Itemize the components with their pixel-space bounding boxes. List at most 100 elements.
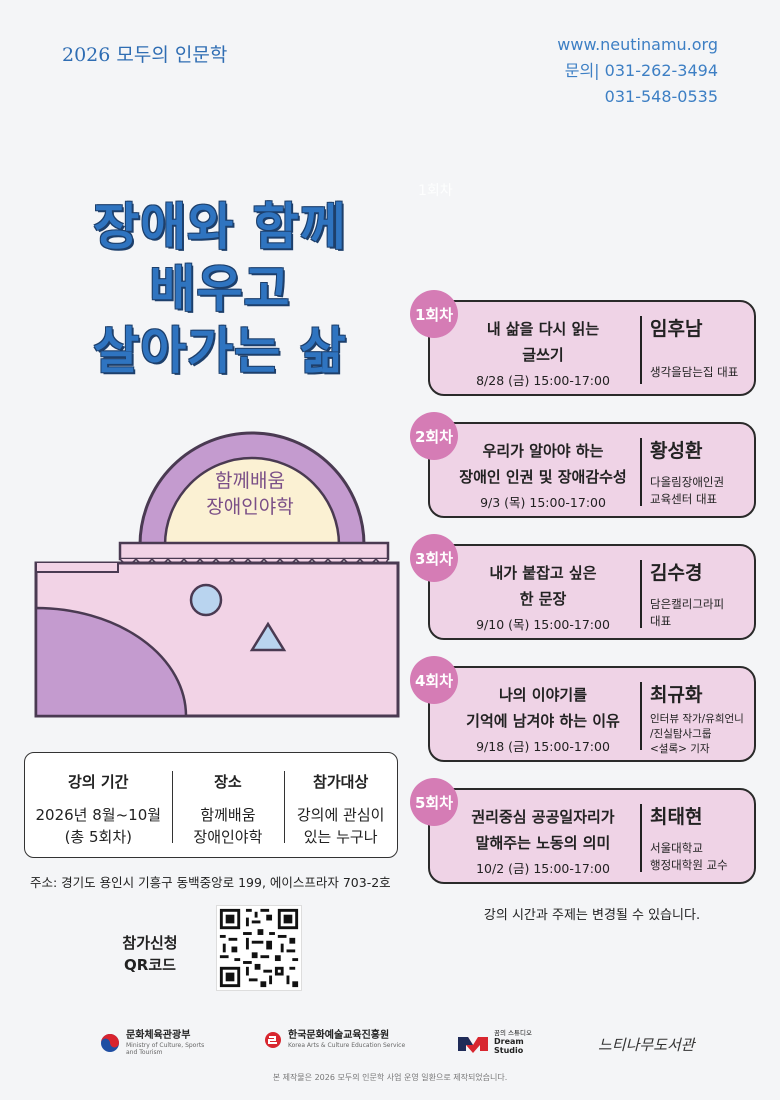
- logo-mcst-name: 문화체육관광부: [126, 1030, 191, 1041]
- title-line-3: 살아가는 삶: [93, 322, 347, 380]
- title-line-1: 장애와 함께: [93, 198, 347, 256]
- contact-info: www.neutinamu.org 문의| 031-262-3494 031-5…: [557, 32, 718, 110]
- title-line-2: 배우고: [149, 260, 291, 318]
- period-value-2: (총 5회차): [64, 828, 132, 846]
- session-topic: 나의 이야기를 기억에 남겨야 하는 이유: [448, 682, 638, 734]
- session-topic-line-1: 우리가 알아야 하는: [482, 442, 604, 460]
- period-column: 강의 기간 2026년 8월~10월 (총 5회차): [25, 753, 172, 857]
- speaker-affiliation-line-2: 교육센터 대표: [650, 492, 718, 506]
- session-topic: 내 삶을 다시 읽는 글쓰기: [448, 316, 638, 368]
- speaker-affiliation-line-1: 생각을담는집 대표: [650, 365, 739, 379]
- apply-line-2: QR코드: [124, 956, 176, 974]
- session-badge-2: 2회차: [410, 412, 458, 460]
- sign-line-1: 함께배움: [215, 470, 285, 492]
- speaker-name: 황성환: [650, 440, 703, 462]
- speaker-affiliation-line-2: /진실탐사그룹: [650, 728, 712, 740]
- logo-neutinamu: 느티나무도서관: [598, 1036, 695, 1054]
- logo-dream-name: 꿈의 스튜디오: [494, 1029, 532, 1037]
- speaker-affiliation: 생각을담는집 대표: [650, 364, 755, 381]
- place-heading: 장소: [214, 773, 242, 791]
- speaker-name: 최규화: [650, 684, 703, 706]
- session-date: 10/2 (금) 15:00-17:00: [476, 861, 610, 876]
- session-badge-3: 3회차: [410, 534, 458, 582]
- speaker-affiliation: 인터뷰 작가/유희언니 /진실탐사그룹 <셜록> 기자: [650, 712, 755, 757]
- target-column: 참가대상 강의에 관심이 있는 누구나: [284, 753, 397, 857]
- qr-code[interactable]: [216, 905, 302, 991]
- target-value-2: 있는 누구나: [303, 828, 378, 846]
- session-badge-1: 1회차: [410, 290, 458, 338]
- session-badge-5: 5회차: [410, 778, 458, 826]
- session-topic-line-1: 권리중심 공공일자리가: [471, 808, 615, 826]
- apply-label: 참가신청 QR코드: [110, 932, 190, 976]
- session-topic-line-2: 한 문장: [519, 590, 567, 608]
- session-topic-line-2: 기억에 남겨야 하는 이유: [466, 712, 620, 730]
- speaker-affiliation: 담은캘리그라피 대표: [650, 596, 755, 630]
- speaker-affiliation-line-1: 다올림장애인권: [650, 475, 725, 489]
- door: [34, 606, 188, 718]
- dream-studio-icon: [458, 1036, 488, 1053]
- logo-mcst: 문화체육관광부 Ministry of Culture, Sports and …: [100, 1030, 204, 1056]
- session-topic: 내가 붙잡고 싶은 한 문장: [448, 560, 638, 612]
- logo-arte-sub: Korea Arts & Culture Education Service: [288, 1042, 406, 1049]
- logo-dream-sub-2: Studio: [494, 1046, 524, 1055]
- sign-text: 함께배움 장애인야학: [150, 468, 350, 520]
- session-divider: [640, 560, 642, 628]
- session-card-3: 내가 붙잡고 싶은 한 문장 9/10 (목) 15:00-17:00 김수경 …: [428, 544, 756, 640]
- speaker-affiliation: 다올림장애인권 교육센터 대표: [650, 474, 755, 508]
- place-value-2: 장애인야학: [193, 828, 263, 846]
- roof-strip: [118, 541, 390, 561]
- logo-dream-sub-1: Dream: [494, 1037, 524, 1046]
- phone-2: 031-548-0535: [604, 87, 718, 106]
- session-card-5: 권리중심 공공일자리가 말해주는 노동의 의미 10/2 (금) 15:00-1…: [428, 788, 756, 884]
- target-value-1: 강의에 관심이: [296, 806, 385, 824]
- session-topic-line-2: 말해주는 노동의 의미: [475, 834, 611, 852]
- session-date: 9/3 (목) 15:00-17:00: [480, 495, 606, 510]
- sign-line-2: 장애인야학: [206, 496, 294, 518]
- speaker-name: 최태현: [650, 806, 703, 828]
- speaker-affiliation-line-2: 대표: [650, 614, 672, 628]
- speaker-affiliation-line-1: 서울대학교: [650, 841, 703, 855]
- session-date: 9/18 (금) 15:00-17:00: [476, 739, 610, 754]
- session-topic: 우리가 알아야 하는 장애인 인권 및 장애감수성: [448, 438, 638, 490]
- logo-mcst-sub-2: and Tourism: [126, 1049, 163, 1056]
- phone-1: 문의| 031-262-3494: [564, 61, 718, 80]
- session-card-4: 나의 이야기를 기억에 남겨야 하는 이유 9/18 (금) 15:00-17:…: [428, 666, 756, 762]
- round-window: [189, 583, 223, 617]
- series-title: 2026 모두의 인문학: [62, 44, 228, 66]
- triangle-window: [249, 621, 287, 652]
- speaker-name: 김수경: [650, 562, 703, 584]
- session-divider: [640, 804, 642, 872]
- address: 주소: 경기도 용인시 기흥구 동백중앙로 199, 에이스프라자 703-2호: [30, 875, 391, 890]
- session-topic-line-2: 글쓰기: [522, 346, 564, 364]
- footnote: 본 제작물은 2026 모두의 인문학 사업 운영 일환으로 제작되었습니다.: [272, 1073, 508, 1082]
- speaker-affiliation-line-1: 담은캘리그라피: [650, 597, 725, 611]
- speaker-affiliation: 서울대학교 행정대학원 교수: [650, 840, 755, 874]
- taegeuk-icon: [101, 1034, 119, 1052]
- website-link[interactable]: www.neutinamu.org: [557, 35, 718, 54]
- session-date: 9/10 (목) 15:00-17:00: [476, 617, 610, 632]
- poster-title: 장애와 함께 배우고 살아가는 삶: [60, 196, 380, 382]
- schedule-notice: 강의 시간과 주제는 변경될 수 있습니다.: [483, 908, 701, 923]
- speaker-affiliation-line-3: <셜록> 기자: [650, 743, 710, 755]
- info-box: 강의 기간 2026년 8월~10월 (총 5회차) 장소 함께배움 장애인야학…: [24, 752, 398, 858]
- apply-line-1: 참가신청: [122, 934, 178, 952]
- ghost-label: 1회차: [418, 183, 453, 199]
- session-card-2: 우리가 알아야 하는 장애인 인권 및 장애감수성 9/3 (목) 15:00-…: [428, 422, 756, 518]
- session-topic: 권리중심 공공일자리가 말해주는 노동의 의미: [448, 804, 638, 856]
- logo-arte: 한국문화예술교육진흥원 Korea Arts & Culture Educati…: [264, 1030, 405, 1049]
- period-value-1: 2026년 8월~10월: [35, 806, 162, 824]
- speaker-name: 임후남: [650, 318, 703, 340]
- sign-board: [163, 456, 341, 547]
- session-divider: [640, 682, 642, 750]
- logo-mcst-sub-1: Ministry of Culture, Sports: [126, 1042, 205, 1049]
- speaker-affiliation-line-1: 인터뷰 작가/유희언니: [650, 713, 744, 725]
- speaker-affiliation-line-2: 행정대학원 교수: [650, 858, 728, 872]
- session-divider: [640, 316, 642, 384]
- session-card-1: 내 삶을 다시 읽는 글쓰기 8/28 (금) 15:00-17:00 임후남 …: [428, 300, 756, 396]
- logo-arte-name: 한국문화예술교육진흥원: [288, 1030, 390, 1041]
- session-badge-4: 4회차: [410, 656, 458, 704]
- session-topic-line-1: 내 삶을 다시 읽는: [486, 320, 600, 338]
- target-heading: 참가대상: [313, 773, 369, 791]
- place-column: 장소 함께배움 장애인야학: [171, 753, 285, 857]
